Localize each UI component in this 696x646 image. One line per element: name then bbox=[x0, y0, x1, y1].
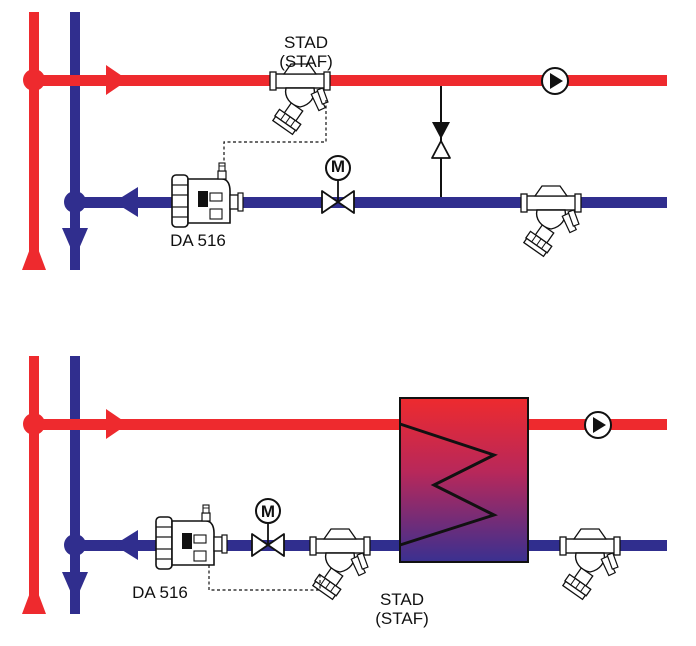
bottom-stad-label: STAD bbox=[380, 590, 424, 609]
supply-up-arrow bbox=[22, 238, 46, 270]
heat-exchanger-icon bbox=[399, 397, 529, 563]
top-supply-pipe bbox=[29, 75, 667, 86]
check-valve-icon bbox=[432, 122, 450, 139]
bottom-return-riser bbox=[70, 356, 80, 614]
top-supply-riser bbox=[29, 12, 39, 270]
bottom-da-label: DA 516 bbox=[132, 583, 188, 602]
balancing-valve-icon bbox=[309, 528, 371, 601]
bottom-circuit: M STAD (STAF) DA 516 bbox=[22, 356, 667, 628]
supply-flow-arrow bbox=[106, 409, 128, 439]
top-return-riser bbox=[70, 12, 80, 270]
top-return-pipe bbox=[70, 197, 667, 208]
top-circuit: M STAD (STAF) DA 516 bbox=[22, 12, 667, 270]
bottom-supply-riser bbox=[29, 356, 39, 614]
top-staf-label: (STAF) bbox=[279, 52, 333, 71]
return-down-arrow bbox=[62, 572, 88, 602]
capillary-line bbox=[223, 100, 327, 178]
balancing-valve-icon bbox=[520, 185, 582, 258]
supply-up-arrow bbox=[22, 582, 46, 614]
capillary-line bbox=[208, 565, 321, 591]
return-flow-arrow bbox=[114, 530, 138, 560]
return-flow-arrow bbox=[114, 187, 138, 217]
bottom-supply-pipe bbox=[29, 419, 667, 430]
dp-controller-icon bbox=[171, 162, 244, 228]
motor-label-bottom: M bbox=[261, 502, 275, 521]
balancing-valve-icon bbox=[559, 528, 621, 601]
supply-flow-arrow bbox=[106, 65, 128, 95]
bottom-staf-label: (STAF) bbox=[375, 609, 429, 628]
balancing-valve-icon bbox=[269, 63, 331, 136]
pump-icon bbox=[541, 67, 569, 95]
return-down-arrow bbox=[62, 228, 88, 258]
top-stad-label: STAD bbox=[284, 33, 328, 52]
top-da-label: DA 516 bbox=[170, 231, 226, 250]
dp-controller-icon bbox=[155, 504, 228, 570]
motor-label-top: M bbox=[331, 157, 345, 176]
pump-icon bbox=[584, 411, 612, 439]
